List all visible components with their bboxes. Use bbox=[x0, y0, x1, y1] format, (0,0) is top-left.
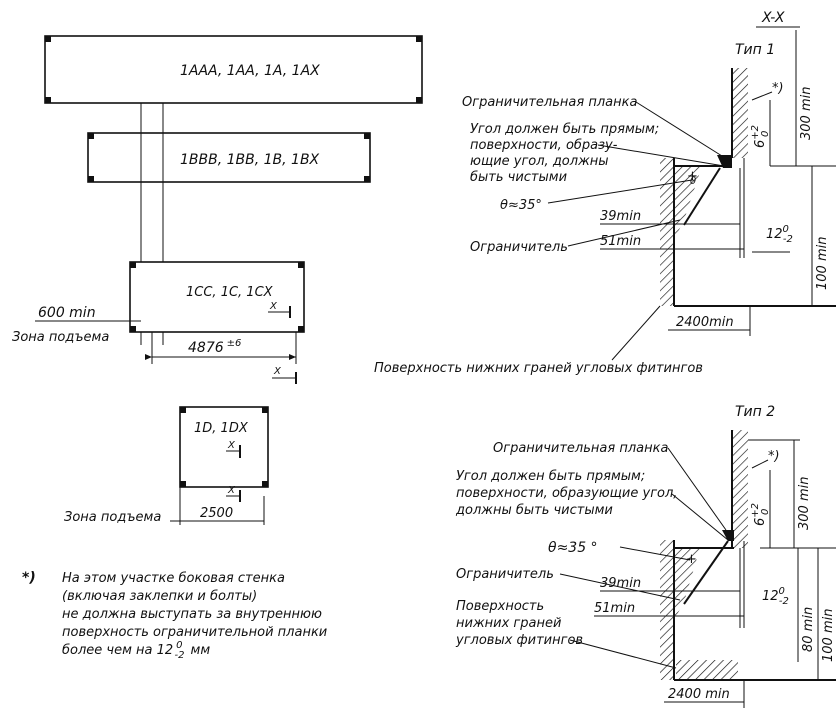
section-type-1: X-X Тип 1 *) θ + Ограничительная планка … bbox=[374, 10, 836, 376]
type-1-star-note: *) bbox=[772, 81, 784, 96]
type-1-limiter-label: Ограничитель bbox=[470, 240, 568, 255]
container-1a-outline bbox=[44, 35, 423, 104]
container-1b-label: 1BBB, 1BB, 1B, 1BX bbox=[180, 152, 320, 168]
type-2-limiter-label: Ограничитель bbox=[456, 567, 554, 582]
type-1-limiter bbox=[674, 166, 700, 240]
footnote-line-4: поверхность ограничительной планки bbox=[62, 625, 327, 640]
type-2-dim-12: 120-2 bbox=[762, 586, 789, 607]
type-2-surface-line-3: угловых фитингов bbox=[455, 633, 583, 648]
container-1c-label: 1CC, 1C, 1CX bbox=[186, 285, 274, 300]
footnote-line-2: (включая заклепки и болты) bbox=[62, 589, 257, 604]
dim-600-label: 600 min bbox=[38, 305, 96, 321]
section-title: X-X bbox=[761, 10, 785, 26]
type-1-angle-note-4: быть чистыми bbox=[470, 170, 567, 185]
type-2-fitting-bottom bbox=[676, 660, 738, 680]
section-marker-x-4-label: X bbox=[227, 485, 236, 496]
container-1a-label: 1AAA, 1AA, 1A, 1AX bbox=[180, 63, 320, 79]
type-1-title: Тип 1 bbox=[735, 42, 775, 58]
type-1-guide-plate-label: Ограничительная планка bbox=[462, 95, 637, 110]
type-1-side-wall bbox=[732, 68, 748, 158]
type-2-guide-plate-label: Ограничительная планка bbox=[493, 441, 668, 456]
type-2-dim-100: 100 min bbox=[821, 609, 836, 662]
type-1-dim-2400: 2400min bbox=[676, 315, 734, 330]
type-1-angle-note-2: поверхности, образу- bbox=[470, 138, 618, 153]
type-1-dim-6: 6+20 bbox=[750, 125, 771, 148]
footnote: *) На этом участке боковая стенка (включ… bbox=[22, 570, 327, 661]
type-1-dim-51: 51min bbox=[600, 234, 641, 249]
container-1d-label: 1D, 1DX bbox=[194, 421, 249, 436]
dim-2500-label: 2500 bbox=[200, 506, 233, 521]
type-1-dim-100: 100 min bbox=[815, 237, 830, 290]
type-1-dim-12: 120-2 bbox=[766, 224, 793, 245]
type-2-theta-label: θ≈35 ° bbox=[548, 540, 598, 556]
container-1d-corner-fittings bbox=[180, 407, 268, 487]
container-1a-corner-fittings bbox=[45, 36, 422, 103]
type-2-dim-80: 80 min bbox=[801, 607, 816, 652]
type-2-dim-300: 300 min bbox=[797, 477, 812, 530]
svg-text:+: + bbox=[686, 552, 697, 567]
lifting-zone-label-2: Зона подъема bbox=[64, 510, 161, 525]
section-type-2: Тип 2 *) + Ограничительная планка Угол д… bbox=[455, 404, 836, 708]
container-1d-outline bbox=[179, 406, 269, 488]
type-2-angle-note-3: должны быть чистыми bbox=[455, 503, 613, 518]
container-1b-outline bbox=[87, 132, 371, 183]
footnote-line-3: не должна выступать за внутреннюю bbox=[62, 607, 322, 622]
type-1-dim-39: 39min bbox=[600, 209, 641, 224]
type-2-star-note: *) bbox=[768, 449, 780, 464]
type-1-bottom-surface-label: Поверхность нижних граней угловых фитинг… bbox=[374, 361, 703, 376]
type-2-side-wall bbox=[732, 430, 748, 548]
type-2-surface-line-1: Поверхность bbox=[456, 599, 544, 614]
lifting-zone-label-1: Зона подъема bbox=[12, 330, 109, 345]
container-1c-outline bbox=[129, 261, 305, 333]
type-2-guide-plate bbox=[722, 530, 734, 541]
type-2-dim-39: 39min bbox=[600, 576, 641, 591]
dim-4876-label: 4876±6 bbox=[188, 338, 241, 356]
container-1c-corner-fittings bbox=[130, 262, 304, 332]
type-2-angle-note-1: Угол должен быть прямым; bbox=[456, 469, 645, 484]
type-1-theta-label: θ≈35° bbox=[500, 198, 542, 213]
type-2-title: Тип 2 bbox=[735, 404, 775, 420]
section-marker-x-1-label: X bbox=[269, 301, 278, 312]
container-plan-views: 1AAA, 1AA, 1A, 1AX 1BBB, 1BB, 1B, 1BX 1C… bbox=[12, 35, 423, 525]
type-2-limiter bbox=[674, 548, 700, 620]
type-2-surface-line-2: нижних граней bbox=[456, 616, 561, 631]
type-1-angle-note-1: Угол должен быть прямым; bbox=[470, 122, 659, 137]
svg-text:+: + bbox=[687, 169, 698, 184]
footnote-line-1: На этом участке боковая стенка bbox=[62, 571, 285, 586]
type-1-angle-note-3: ющие угол, должны bbox=[470, 154, 609, 169]
type-2-dim-51: 51min bbox=[594, 601, 635, 616]
type-1-dim-300: 300 min bbox=[799, 87, 814, 140]
section-marker-x-2-label: X bbox=[273, 366, 282, 377]
section-marker-x-3-label: X bbox=[227, 440, 236, 451]
type-1-guide-plate bbox=[717, 155, 732, 168]
type-2-dim-2400: 2400 min bbox=[668, 687, 730, 702]
container-1b-corner-fittings bbox=[88, 133, 370, 182]
type-2-dim-6: 6+20 bbox=[750, 503, 771, 526]
type-1-theta-symbol: θ bbox=[690, 176, 696, 187]
footnote-mark: *) bbox=[22, 570, 36, 586]
type-2-angle-note-2: поверхности, образующие угол, bbox=[456, 486, 677, 501]
